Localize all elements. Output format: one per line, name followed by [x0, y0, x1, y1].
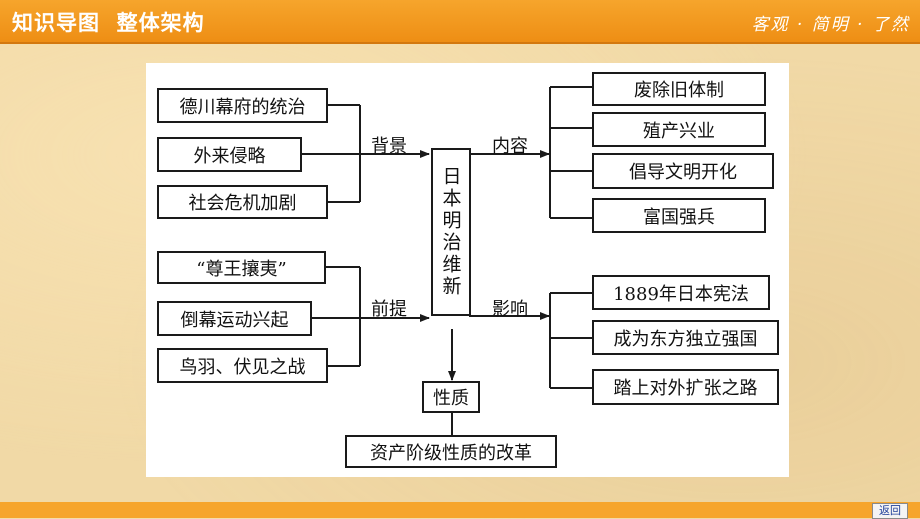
header-motto: 客观 · 简明 · 了然 [751, 15, 910, 35]
footer-bar [0, 502, 920, 518]
influence-item: 踏上对外扩张之路 [592, 369, 779, 405]
premise-item: 鸟羽、伏见之战 [157, 348, 328, 383]
title-bar: 知识导图 整体架构 客观 · 简明 · 了然 [0, 0, 920, 44]
page-title: 知识导图 整体架构 [12, 11, 205, 35]
content-item: 富国强兵 [592, 198, 766, 233]
mind-map-panel: 德川幕府的统治 外来侵略 社会危机加剧 背景 “尊王攘夷” 倒幕运动兴起 鸟羽、… [146, 63, 789, 477]
content-item: 废除旧体制 [592, 72, 766, 106]
influence-label: 影响 [492, 299, 528, 320]
nature-label: 性质 [422, 381, 480, 413]
background-item: 社会危机加剧 [157, 185, 328, 219]
premise-item: “尊王攘夷” [157, 251, 326, 284]
influence-item: 1889年日本宪法 [592, 275, 770, 310]
connector-lines [302, 86, 592, 435]
nature-value: 资产阶级性质的改革 [345, 435, 557, 468]
center-topic: 日本明治维新 [431, 148, 471, 316]
content-item: 殖产兴业 [592, 112, 766, 147]
influence-item: 成为东方独立强国 [592, 320, 779, 355]
background-label: 背景 [371, 136, 407, 157]
premise-label: 前提 [371, 299, 407, 320]
back-button[interactable]: 返回 [872, 503, 908, 519]
background-item: 外来侵略 [157, 137, 302, 172]
background-item: 德川幕府的统治 [157, 88, 328, 123]
premise-item: 倒幕运动兴起 [157, 301, 312, 336]
content-label: 内容 [492, 136, 528, 157]
content-item: 倡导文明开化 [592, 153, 774, 189]
